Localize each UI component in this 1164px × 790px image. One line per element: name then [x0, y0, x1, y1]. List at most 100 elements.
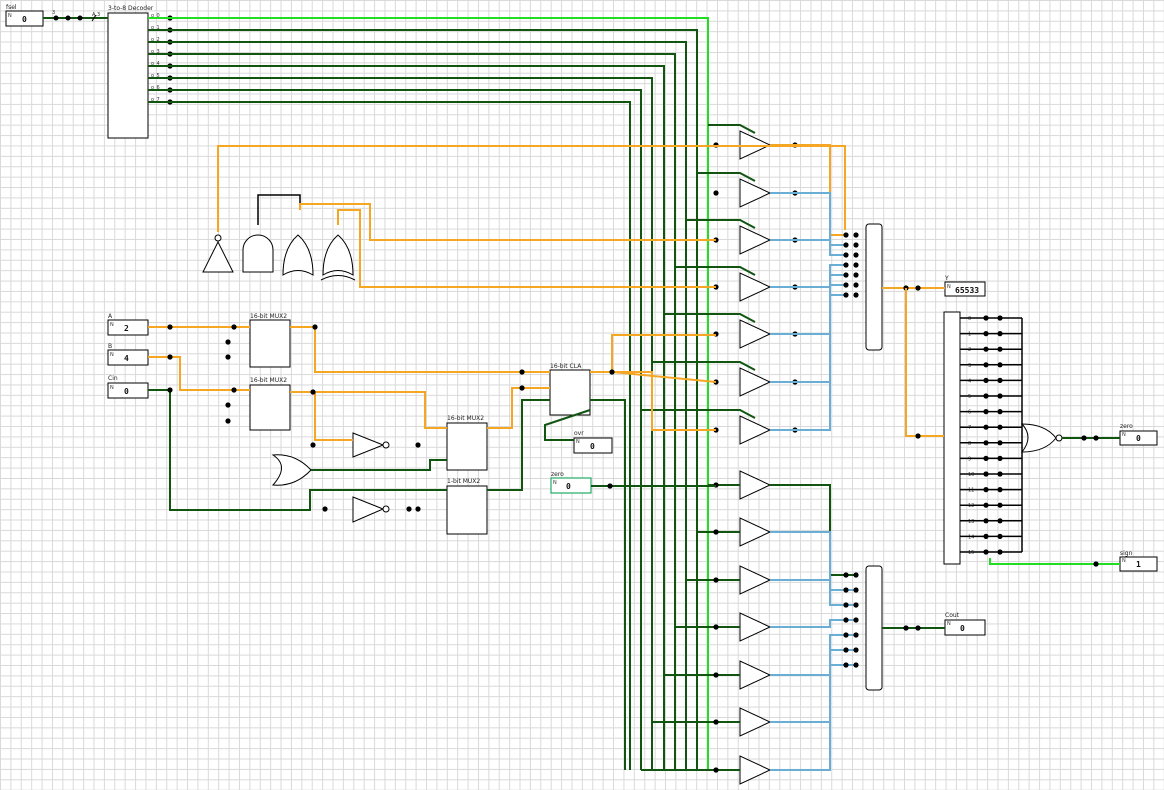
svg-text:65533: 65533	[955, 286, 979, 295]
junction-dot	[1081, 435, 1087, 441]
cla-16bit[interactable]: 16-bit CLA	[549, 363, 591, 416]
nor-gate-zero[interactable]	[1020, 423, 1063, 453]
junction-dot	[915, 433, 921, 439]
junction-dot	[713, 529, 719, 535]
junction-dot	[997, 440, 1003, 446]
decoder-output-label: o_0	[151, 13, 160, 19]
junction-dot	[983, 315, 989, 321]
mux-1bit[interactable]: 1-bit MUX2	[446, 478, 488, 535]
svg-text:16-bit MUX2: 16-bit MUX2	[250, 313, 287, 320]
decoder-trunk	[148, 41, 687, 770]
decoder-output-label: o_2	[151, 37, 160, 43]
decoder-3to8[interactable]: 3-to-8 Decoder A,3	[92, 5, 154, 139]
mux-a-16bit[interactable]: 16-bit MUX2	[249, 313, 291, 368]
junction-dot	[983, 346, 989, 352]
junction-dot	[853, 282, 859, 288]
junction-dot	[983, 409, 989, 415]
pin-fsel[interactable]: fsel N 0	[5, 4, 44, 27]
junction-dot	[983, 518, 989, 524]
pin-zero-out: zero N 0	[1119, 423, 1158, 446]
junction-dot	[312, 324, 318, 330]
svg-text:zero: zero	[551, 471, 564, 478]
cla-sum-bus-3	[611, 371, 717, 383]
decoder-trunk	[148, 101, 631, 770]
svg-text:sign: sign	[1120, 550, 1133, 557]
enable-wire	[708, 124, 756, 134]
junction-dot	[853, 232, 859, 238]
pin-ovr: ovr N 0	[573, 430, 613, 454]
enable-wire	[652, 361, 756, 371]
bit-label: 13	[968, 519, 974, 525]
not-gate-cin[interactable]	[352, 496, 390, 523]
junction-dot	[843, 272, 849, 278]
svg-text:B: B	[108, 343, 112, 350]
y-to-splitter-bus	[905, 288, 944, 437]
junction-dot	[997, 331, 1003, 337]
junction-dot	[997, 455, 1003, 461]
junction-dot	[322, 506, 328, 512]
bit-label: 8	[968, 441, 971, 447]
junction-dot	[983, 377, 989, 383]
junction-dot	[415, 442, 421, 448]
svg-text:0: 0	[1136, 434, 1141, 443]
bit-label: 14	[968, 534, 974, 540]
merger-y[interactable]	[865, 223, 883, 351]
xor-gate[interactable]	[320, 234, 356, 281]
junction-dot	[843, 632, 849, 638]
bit-label: 11	[968, 488, 974, 494]
mux-b-16bit[interactable]: 16-bit MUX2	[249, 377, 291, 431]
svg-text:1: 1	[1136, 560, 1141, 569]
tristate-buffer	[739, 272, 772, 302]
decoder-trunk	[148, 29, 698, 770]
not-gate-mux[interactable]	[352, 432, 390, 458]
svg-text:16-bit MUX2: 16-bit MUX2	[250, 377, 287, 384]
pin-cin[interactable]: Cin N 0	[107, 375, 149, 399]
not-output-bus	[217, 145, 846, 232]
junction-dot	[310, 389, 316, 395]
svg-text:16-bit MUX2: 16-bit MUX2	[447, 415, 484, 422]
junction-dot	[1093, 561, 1099, 567]
pin-a[interactable]: A N 2	[107, 313, 149, 336]
bit-label: 3	[968, 363, 971, 369]
merger-cout[interactable]	[865, 565, 883, 691]
enable-wire	[686, 219, 756, 229]
pin-b[interactable]: B N 4	[107, 343, 149, 366]
junction-dot	[843, 647, 849, 653]
buffer-output-wire	[770, 619, 856, 628]
svg-text:0: 0	[22, 15, 27, 24]
junction-dot	[983, 455, 989, 461]
svg-text:N: N	[1122, 558, 1126, 564]
enable-wire	[697, 172, 756, 182]
tristate-buffer	[739, 565, 772, 595]
junction-dot	[231, 324, 237, 330]
junction-dot	[853, 572, 859, 578]
bit-label: 7	[968, 425, 971, 431]
not-gate-a[interactable]	[202, 234, 234, 273]
junction-dot	[915, 625, 921, 631]
junction-dot	[853, 262, 859, 268]
not-input-bus	[314, 392, 353, 441]
splitter-bits[interactable]	[943, 311, 961, 565]
junction-dot	[843, 262, 849, 268]
or-gate-sel[interactable]	[271, 454, 312, 486]
bit-label: 6	[968, 410, 971, 416]
junction-dot	[225, 418, 231, 424]
junction-dot	[843, 292, 849, 298]
mux-c-16bit[interactable]: 16-bit MUX2	[446, 415, 488, 471]
buffer-output-wire	[770, 531, 856, 591]
pin-zero-mid[interactable]: zero N 0	[550, 471, 592, 494]
sel-wire	[311, 459, 447, 471]
junction-dot	[853, 632, 859, 638]
decoder-output-label: o_4	[151, 61, 160, 67]
and-gate[interactable]	[242, 234, 274, 273]
junction-dot	[843, 662, 849, 668]
cla-sum-bus-2	[612, 371, 716, 431]
junction-dot	[1093, 435, 1099, 441]
junction-dot	[167, 324, 173, 330]
tristate-buffer	[739, 319, 772, 349]
junction-dot	[167, 387, 173, 393]
or-gate-1[interactable]	[282, 234, 314, 276]
junction-dot	[853, 272, 859, 278]
